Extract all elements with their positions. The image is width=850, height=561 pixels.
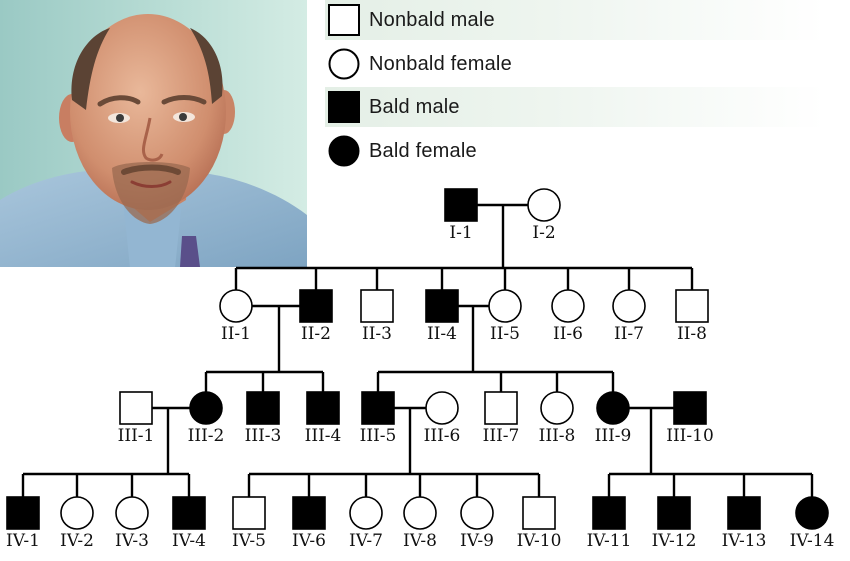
individual-label: IV-9 (460, 531, 494, 551)
nonbald-female-symbol (425, 391, 459, 425)
bald-male-symbol (425, 289, 459, 323)
legend-label: Nonbald male (369, 8, 495, 31)
nonbald-female-symbol (115, 496, 149, 530)
nonbald-male-symbol (522, 496, 556, 530)
legend-item-bald-female: Bald female (325, 131, 825, 171)
bald-male-symbol (657, 496, 691, 530)
individual-label: IV-3 (115, 531, 149, 551)
individual-label: IV-5 (232, 531, 266, 551)
circle-filled-icon (328, 135, 360, 167)
individual-label: III-2 (188, 426, 225, 446)
individual-label: III-9 (595, 426, 632, 446)
individual-label: IV-14 (790, 531, 835, 551)
individual-label: III-3 (245, 426, 282, 446)
individual-label: IV-13 (722, 531, 767, 551)
individual-label: I-1 (449, 223, 472, 243)
nonbald-male-symbol (119, 391, 153, 425)
bald-male-symbol (246, 391, 280, 425)
individual-label: IV-7 (349, 531, 383, 551)
bald-male-symbol (592, 496, 626, 530)
individual-label: III-4 (305, 426, 342, 446)
bald-male-symbol (444, 188, 478, 222)
individual-label: III-7 (483, 426, 520, 446)
nonbald-female-symbol (349, 496, 383, 530)
individual-label: IV-12 (652, 531, 697, 551)
individual-label: IV-6 (292, 531, 326, 551)
nonbald-male-symbol (675, 289, 709, 323)
legend-label: Bald female (369, 139, 477, 162)
individual-label: IV-4 (172, 531, 206, 551)
bald-male-symbol (673, 391, 707, 425)
bald-male-symbol (361, 391, 395, 425)
nonbald-male-symbol (360, 289, 394, 323)
individual-label: IV-1 (6, 531, 40, 551)
individual-label: I-2 (532, 223, 555, 243)
individual-label: III-10 (666, 426, 714, 446)
individual-label: IV-8 (403, 531, 437, 551)
bald-male-symbol (172, 496, 206, 530)
square-open-icon (328, 4, 360, 36)
individual-label: II-2 (301, 324, 331, 344)
legend-label: Nonbald female (369, 52, 512, 75)
nonbald-female-symbol (460, 496, 494, 530)
individual-label: III-6 (424, 426, 461, 446)
individual-label: II-8 (677, 324, 707, 344)
legend-label: Bald male (369, 95, 460, 118)
legend-item-bald-male: Bald male (325, 87, 825, 127)
bald-male-symbol (292, 496, 326, 530)
bald-male-symbol (727, 496, 761, 530)
individual-label: II-4 (427, 324, 457, 344)
bald-female-symbol (596, 391, 630, 425)
portrait-photo (0, 0, 307, 267)
legend-item-nonbald-female: Nonbald female (325, 44, 825, 84)
individual-label: IV-2 (60, 531, 94, 551)
square-filled-icon (328, 91, 360, 123)
nonbald-female-symbol (612, 289, 646, 323)
nonbald-female-symbol (540, 391, 574, 425)
legend: Nonbald male Nonbald female Bald male Ba… (325, 0, 850, 176)
individual-label: IV-11 (587, 531, 632, 551)
bald-female-symbol (795, 496, 829, 530)
individual-label: III-5 (360, 426, 397, 446)
individual-label: II-3 (362, 324, 392, 344)
individual-label: II-6 (553, 324, 583, 344)
bald-male-symbol (306, 391, 340, 425)
nonbald-female-symbol (551, 289, 585, 323)
individual-label: II-5 (490, 324, 520, 344)
nonbald-female-symbol (219, 289, 253, 323)
nonbald-female-symbol (60, 496, 94, 530)
nonbald-female-symbol (488, 289, 522, 323)
individual-label: II-1 (221, 324, 251, 344)
pedigree-lines (21, 203, 814, 497)
bald-male-symbol (6, 496, 40, 530)
nonbald-male-symbol (484, 391, 518, 425)
individual-label: IV-10 (517, 531, 562, 551)
pedigree-symbols: I-1 I-2II-1 II-2 II-3 II-4 II-5 II-6 II-7 II-8II… (6, 188, 835, 551)
bald-male-symbol (299, 289, 333, 323)
nonbald-female-symbol (403, 496, 437, 530)
individual-label: III-8 (539, 426, 576, 446)
bald-female-symbol (189, 391, 223, 425)
individual-label: II-7 (614, 324, 644, 344)
individual-label: III-1 (118, 426, 155, 446)
legend-item-nonbald-male: Nonbald male (325, 0, 825, 40)
nonbald-female-symbol (527, 188, 561, 222)
circle-open-icon (328, 48, 360, 80)
nonbald-male-symbol (232, 496, 266, 530)
